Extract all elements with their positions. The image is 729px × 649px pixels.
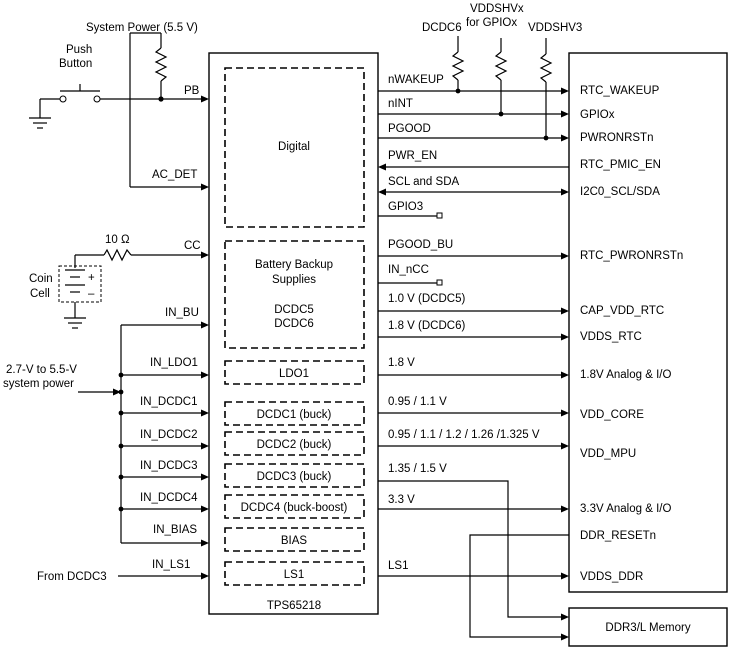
in-dcdc3-pin-label: IN_DCDC3	[140, 460, 198, 472]
tps65218-chip	[208, 52, 379, 615]
dcdc6-rail-label: DCDC6	[422, 22, 462, 34]
analog-18-pin: 1.8V Analog & I/O	[580, 369, 671, 381]
ac-det-pin-label: AC_DET	[152, 169, 197, 181]
pb-switch-contact-right	[93, 95, 101, 103]
dcdc4-label: DCDC4 (buck-boost)	[241, 502, 348, 514]
coin-cell-label-1: Coin	[29, 273, 53, 285]
vddshvx-label-1: VDDSHVx	[470, 3, 524, 15]
chip-name-label: TPS65218	[267, 600, 321, 612]
i2c-pin: I2C0_SCL/SDA	[580, 186, 660, 198]
pwr-en-label: PWR_EN	[388, 150, 437, 162]
in-bu-pin-label: IN_BU	[165, 307, 199, 319]
vddshv3-label: VDDSHV3	[528, 22, 582, 34]
vdd-mpu-pin: VDD_MPU	[580, 448, 636, 460]
soc-processor	[568, 52, 728, 593]
dcdc2-voltage-label: 0.95 / 1.1 / 1.2 / 1.26 /1.325 V	[388, 429, 540, 441]
dcdc3-voltage-label: 1.35 / 1.5 V	[388, 463, 447, 475]
in-dcdc4-pin-label: IN_DCDC4	[140, 492, 198, 504]
sys-power-label-1: 2.7-V to 5.5-V	[6, 364, 77, 376]
analog-33-pin: 3.3V Analog & I/O	[580, 503, 671, 515]
coin-cell-label-2: Cell	[30, 288, 50, 300]
ddr-resetn-pin: DDR_RESETn	[580, 530, 656, 542]
dcdc1-label: DCDC1 (buck)	[257, 409, 332, 421]
cc-pin-label: CC	[184, 240, 201, 252]
input-bus-junctions	[118, 372, 124, 512]
vdds-rtc-pin: VDDS_RTC	[580, 331, 642, 343]
dcdc5-label: DCDC5	[274, 304, 314, 316]
push-button-label-1: Push	[66, 44, 92, 56]
bias-block	[224, 527, 365, 552]
vddshvx-label-2: for GPIOx	[466, 17, 517, 29]
ls1-output-label: LS1	[388, 560, 408, 572]
battery-backup-label-1: Battery Backup	[255, 259, 333, 271]
vdds-ddr-pin: VDDS_DDR	[580, 571, 643, 583]
dcdc1-voltage-label: 0.95 / 1.1 V	[388, 396, 447, 408]
pb-switch-contact-left	[59, 95, 67, 103]
cc-resistor	[103, 248, 132, 262]
dcdc3-label: DCDC3 (buck)	[257, 471, 332, 483]
pb-pullup-resistor	[154, 47, 168, 82]
pgood-label: PGOOD	[388, 123, 431, 135]
in-dcdc2-pin-label: IN_DCDC2	[140, 429, 198, 441]
digital-block	[224, 67, 365, 228]
from-dcdc3-label: From DCDC3	[37, 571, 107, 583]
bias-label: BIAS	[281, 535, 308, 547]
sys-power-input-arrow	[113, 388, 121, 396]
ldo1-label: LDO1	[279, 368, 309, 380]
cc-arrow	[201, 251, 209, 259]
pgood-bu-label: PGOOD_BU	[388, 239, 453, 251]
ls1-block	[224, 561, 365, 586]
dcdc3-block	[224, 463, 365, 488]
pullup-resistors	[451, 36, 553, 141]
digital-label: Digital	[278, 141, 310, 153]
in-ldo1-pin-label: IN_LDO1	[150, 357, 198, 369]
resistor-value-label: 10 Ω	[105, 234, 130, 246]
vdd-core-pin: VDD_CORE	[580, 409, 644, 421]
in-ls1-pin-label: IN_LS1	[152, 559, 190, 571]
cap-vdd-rtc-pin: CAP_VDD_RTC	[580, 305, 664, 317]
system-power-label: System Power (5.5 V)	[86, 22, 198, 34]
dcdc6-voltage-label: 1.8 V (DCDC6)	[388, 320, 465, 332]
pb-arrow	[201, 95, 209, 103]
dcdc6-label: DCDC6	[274, 318, 314, 330]
rtc-wakeup-pin: RTC_WAKEUP	[580, 85, 660, 97]
input-branches	[118, 321, 209, 580]
dcdc2-label: DCDC2 (buck)	[257, 439, 332, 451]
pb-pin-label: PB	[184, 85, 200, 97]
push-button-label-2: Button	[59, 58, 92, 70]
nint-label: nINT	[388, 98, 413, 110]
ls1-label: LS1	[284, 569, 304, 581]
battery-backup-block	[224, 240, 365, 349]
gpio3-label: GPIO3	[388, 201, 423, 213]
rtc-pmic-en-pin: RTC_PMIC_EN	[580, 159, 661, 171]
coin-plus-label: +	[88, 272, 95, 284]
dcdc5-voltage-label: 1.0 V (DCDC5)	[388, 293, 465, 305]
ddr-memory-label: DDR3/L Memory	[605, 622, 690, 634]
in-ncc-label: IN_nCC	[388, 264, 429, 276]
pwronrstn-pin: PWRONRSTn	[580, 132, 653, 144]
ldo1-voltage-label: 1.8 V	[388, 357, 415, 369]
chip-to-soc-signals	[378, 87, 569, 641]
ddr-memory-box	[568, 607, 728, 647]
ac-det-arrow	[201, 183, 209, 191]
scl-sda-label: SCL and SDA	[388, 176, 459, 188]
ldo1-block	[224, 360, 365, 385]
dcdc4-block	[224, 494, 365, 519]
nwakeup-label: nWAKEUP	[388, 74, 444, 86]
rtc-pwronrstn-pin: RTC_PWRONRSTn	[580, 250, 683, 262]
dcdc1-block	[224, 401, 365, 426]
gpiox-pin: GPIOx	[580, 109, 615, 121]
sys-power-label-2: system power	[3, 378, 74, 390]
in-dcdc1-pin-label: IN_DCDC1	[140, 396, 198, 408]
coin-cell-outline	[58, 265, 102, 303]
coin-minus-label: –	[88, 288, 95, 300]
battery-backup-label-2: Supplies	[272, 274, 316, 286]
dcdc4-voltage-label: 3.3 V	[388, 494, 415, 506]
dcdc2-block	[224, 431, 365, 456]
in-bias-pin-label: IN_BIAS	[153, 524, 197, 536]
